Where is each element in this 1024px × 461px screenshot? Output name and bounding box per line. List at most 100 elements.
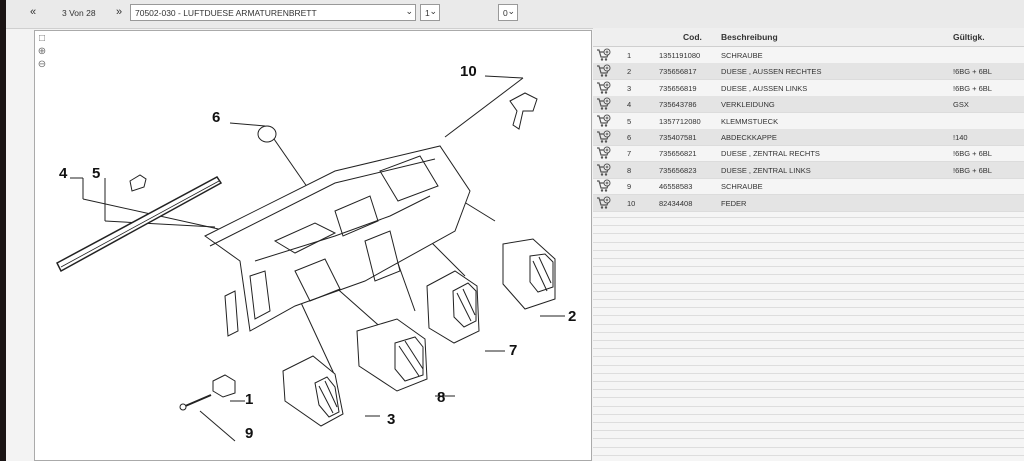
vent-central-left-part [356, 318, 428, 392]
header-code[interactable]: Cod. [683, 32, 702, 42]
row-code: 735656817 [659, 67, 697, 77]
callout-1[interactable]: 1 [245, 391, 253, 408]
table-header: Cod. Beschreibung Gültigk. [593, 28, 1024, 47]
add-to-cart-icon[interactable] [596, 114, 611, 128]
group-select[interactable]: 70502-030 - LUFTDUESE ARMATURENBRETT ⌄ [130, 4, 416, 21]
zoom-out-icon[interactable]: ⊖ [37, 59, 47, 70]
variant-select-value: 1 [425, 8, 430, 18]
empty-row-line [593, 413, 1024, 415]
empty-row-line [593, 323, 1024, 325]
empty-row-line [593, 217, 1024, 218]
empty-row-line [593, 397, 1024, 399]
vent-outer-left-part [282, 355, 344, 427]
fit-icon[interactable]: □ [38, 33, 46, 44]
screw-part [182, 394, 212, 408]
exploded-view-drawing[interactable]: 10 6 4 5 2 7 8 3 1 9 [34, 30, 592, 461]
row-code: 1351191080 [659, 51, 701, 60]
add-to-cart-icon[interactable] [596, 163, 611, 177]
empty-row-line [593, 389, 1024, 391]
empty-row-line [593, 331, 1024, 333]
zoom-in-icon[interactable]: ⊕ [37, 46, 47, 57]
row-description: DUESE , AUSSEN LINKS [721, 83, 808, 93]
empty-row-line [593, 348, 1024, 350]
empty-row-line [593, 315, 1024, 317]
row-position: 6 [627, 133, 632, 142]
add-to-cart-icon[interactable] [596, 81, 611, 95]
row-position: 10 [627, 198, 636, 208]
empty-row-line [593, 356, 1024, 358]
row-position: 4 [627, 100, 632, 110]
row-code: 46558583 [659, 182, 693, 192]
row-position: 5 [627, 116, 632, 126]
vent-central-right-part [426, 270, 480, 344]
empty-row-line [593, 405, 1024, 407]
add-to-cart-icon[interactable] [596, 130, 611, 144]
row-validity: !6BG + 6BL [953, 67, 992, 77]
empty-row-line [593, 340, 1024, 341]
callout-10[interactable]: 10 [460, 63, 477, 80]
vent-outer-right-part [502, 238, 556, 310]
callout-4[interactable]: 4 [59, 165, 68, 182]
row-description: FEDER [721, 198, 747, 208]
add-to-cart-icon[interactable] [596, 196, 611, 210]
row-description: SCHRAUBE [721, 182, 763, 192]
empty-row-line [593, 225, 1024, 227]
row-description: VERKLEIDUNG [721, 100, 775, 110]
row-position: 2 [627, 67, 632, 77]
empty-row-line [593, 372, 1024, 374]
header-description[interactable]: Beschreibung [721, 32, 778, 42]
spring-part [509, 92, 538, 130]
callout-5[interactable]: 5 [92, 165, 100, 182]
add-to-cart-icon[interactable] [596, 64, 611, 78]
dashboard-body [204, 145, 471, 337]
empty-row-line [593, 381, 1024, 382]
chevron-down-icon: ⌄ [429, 6, 437, 16]
add-to-cart-icon[interactable] [596, 179, 611, 193]
row-description: ABDECKKAPPE [721, 133, 777, 142]
callout-2[interactable]: 2 [568, 308, 576, 325]
parts-catalog-screen: « 3 Von 28 » 70502-030 - LUFTDUESE ARMAT… [6, 0, 1024, 461]
add-to-cart-icon[interactable] [596, 97, 611, 111]
callout-6[interactable]: 6 [212, 109, 220, 126]
header-validity[interactable]: Gültigk. [953, 32, 985, 42]
clip-part [129, 174, 147, 192]
empty-row-line [593, 422, 1024, 423]
empty-row-line [593, 307, 1024, 309]
empty-row-line [593, 258, 1024, 259]
variant-select[interactable]: 1 ⌄ [420, 4, 440, 21]
row-validity: !6BG + 6BL [953, 149, 992, 159]
table-row[interactable]: 10 82434408 FEDER [593, 194, 1024, 212]
empty-row-line [593, 364, 1024, 366]
row-code: 735407581 [659, 133, 697, 142]
row-code: 735656819 [659, 83, 697, 93]
trim-strip-part [56, 176, 223, 273]
row-description: DUESE , ZENTRAL LINKS [721, 165, 811, 175]
row-position: 8 [627, 165, 632, 175]
add-to-cart-icon[interactable] [596, 146, 611, 160]
empty-row-line [593, 454, 1024, 456]
row-validity: !6BG + 6BL [953, 165, 992, 175]
row-code: 1357712080 [659, 116, 701, 126]
dashboard-diagram: 10 6 4 5 2 7 8 3 1 9 [56, 63, 576, 442]
callout-8[interactable]: 8 [437, 389, 445, 406]
prev-page-button[interactable]: « [30, 6, 37, 18]
option-select[interactable]: 0 ⌄ [498, 4, 518, 21]
add-to-cart-icon[interactable] [596, 48, 611, 62]
callout-7[interactable]: 7 [509, 342, 517, 359]
zoom-toolbar: □ ⊕ ⊖ [36, 33, 50, 72]
callout-9[interactable]: 9 [245, 425, 253, 442]
callout-3[interactable]: 3 [387, 411, 395, 428]
row-code: 82434408 [659, 198, 693, 208]
option-select-value: 0 [503, 8, 508, 18]
next-page-button[interactable]: » [116, 6, 123, 18]
row-validity: GSX [953, 100, 969, 110]
